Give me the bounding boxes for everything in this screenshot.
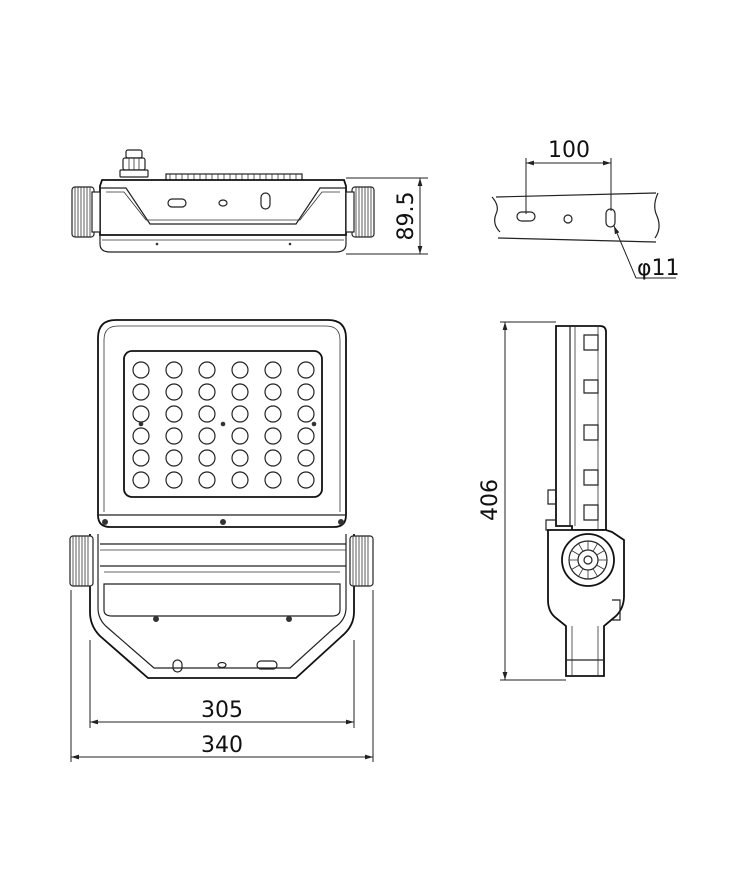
led-lens bbox=[231, 361, 249, 379]
led-lens bbox=[264, 383, 282, 401]
led-lens bbox=[231, 405, 249, 423]
led-lens bbox=[264, 427, 282, 445]
led-lens bbox=[198, 405, 216, 423]
led-lens bbox=[132, 383, 150, 401]
led-lens bbox=[165, 449, 183, 467]
led-lens bbox=[297, 471, 315, 489]
led-lens bbox=[165, 361, 183, 379]
led-lens bbox=[264, 361, 282, 379]
led-lens bbox=[297, 361, 315, 379]
rosette-tooth bbox=[596, 550, 605, 556]
led-lens bbox=[132, 361, 150, 379]
led-lens bbox=[297, 449, 315, 467]
front-view: 305 340 bbox=[69, 319, 374, 762]
side-rosette-knob bbox=[561, 533, 615, 587]
led-lens bbox=[297, 383, 315, 401]
rosette-tooth bbox=[571, 564, 580, 570]
dim-hole-spacing: 100 bbox=[548, 138, 590, 163]
led-lens bbox=[297, 405, 315, 423]
led-lens bbox=[198, 427, 216, 445]
dim-overall-width: 340 bbox=[201, 733, 243, 758]
top-body bbox=[99, 179, 347, 236]
led-lens bbox=[297, 427, 315, 445]
led-lens bbox=[165, 471, 183, 489]
led-lens bbox=[264, 405, 282, 423]
led-lens bbox=[165, 427, 183, 445]
led-lens bbox=[231, 471, 249, 489]
rosette-tooth bbox=[592, 568, 598, 577]
side-body bbox=[555, 325, 607, 531]
led-lens bbox=[231, 449, 249, 467]
side-view: 406 bbox=[478, 321, 625, 681]
dim-top-height: 89.5 bbox=[394, 192, 419, 241]
led-lens bbox=[132, 427, 150, 445]
front-knob-left bbox=[69, 535, 94, 587]
led-lens bbox=[231, 427, 249, 445]
led-lens bbox=[198, 361, 216, 379]
front-yoke bbox=[89, 534, 355, 679]
led-lens bbox=[165, 405, 183, 423]
rosette-tooth bbox=[578, 568, 584, 577]
top-slot-left bbox=[167, 198, 187, 208]
cable-gland bbox=[119, 149, 149, 178]
front-knob-right bbox=[349, 535, 374, 587]
led-grid bbox=[132, 361, 315, 489]
led-lens bbox=[198, 449, 216, 467]
top-view: 89.5 bbox=[71, 149, 428, 255]
dim-inner-width: 305 bbox=[201, 698, 243, 723]
top-knob-right bbox=[345, 186, 375, 238]
led-lens bbox=[132, 449, 150, 467]
top-slot-right bbox=[260, 192, 271, 210]
dim-hole-diameter: φ11 bbox=[637, 256, 680, 281]
led-lens bbox=[198, 383, 216, 401]
rosette-tooth bbox=[592, 543, 598, 552]
rosette-tooth bbox=[578, 543, 584, 552]
led-lens bbox=[198, 471, 216, 489]
rosette-tooth bbox=[571, 550, 580, 556]
dim-side-height: 406 bbox=[478, 479, 503, 521]
led-lens bbox=[264, 449, 282, 467]
led-lens bbox=[264, 471, 282, 489]
led-lens bbox=[165, 383, 183, 401]
bracket-slot-right bbox=[605, 208, 616, 228]
bracket-detail: 100 φ11 bbox=[491, 138, 680, 281]
led-lens bbox=[231, 383, 249, 401]
top-knob-left bbox=[71, 186, 101, 238]
rosette-tooth bbox=[596, 564, 605, 570]
led-panel bbox=[123, 350, 323, 498]
led-lens bbox=[132, 471, 150, 489]
